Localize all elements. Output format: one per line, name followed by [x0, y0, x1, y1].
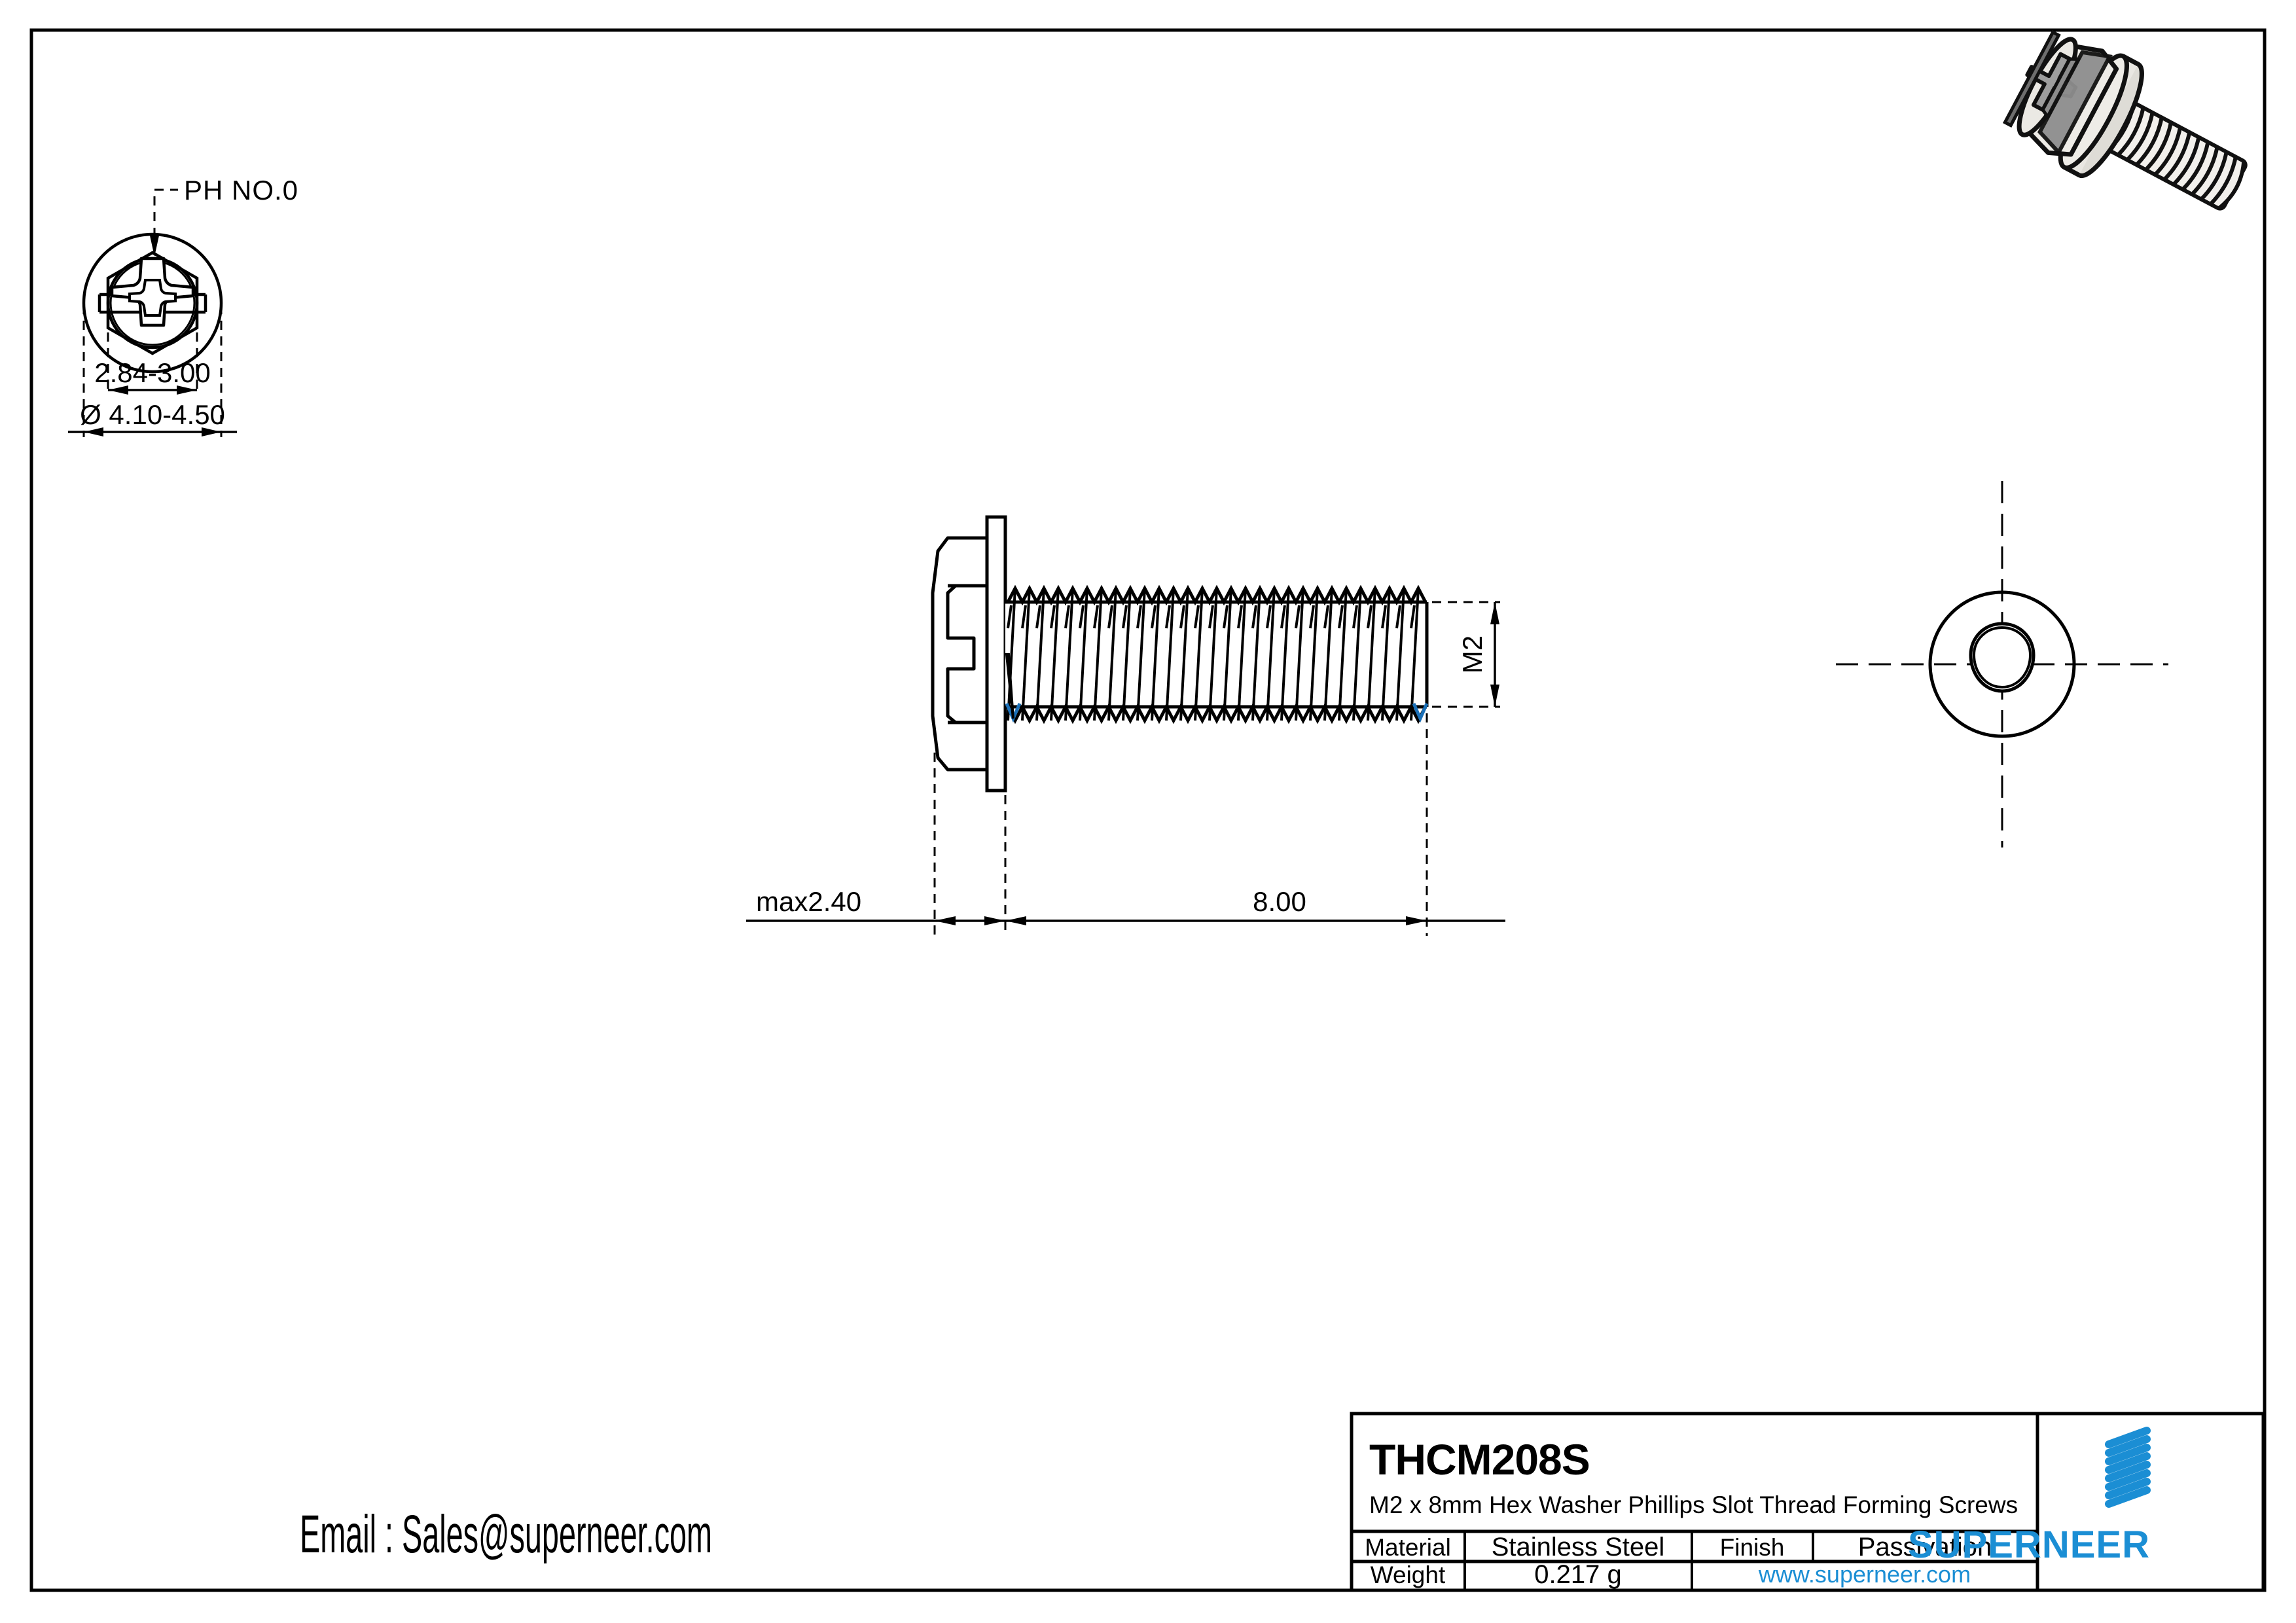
email-text: Email : Sales@superneer.com — [300, 1505, 712, 1564]
part-description: M2 x 8mm Hex Washer Phillips Slot Thread… — [1369, 1491, 2018, 1518]
dim-arrow-dia-right — [202, 427, 221, 437]
dim-arrow-dia-left — [84, 427, 103, 437]
sheet-border — [29, 28, 2267, 1592]
website-link[interactable]: www.superneer.com — [1758, 1561, 1971, 1588]
isometric-pictorial-view — [2002, 29, 2248, 211]
ph-leader-line — [153, 188, 178, 253]
thread-start-taper — [1005, 653, 1014, 719]
thread-crests-bottom — [1006, 703, 1427, 724]
m2-arrow-top — [1490, 602, 1499, 624]
ph-callout-label: PH NO.0 — [184, 175, 298, 205]
label-weight: Weight — [1371, 1561, 1446, 1588]
brand-name: SUPERNEER — [1908, 1524, 2150, 1566]
dim-arrow-len-left — [1005, 916, 1026, 925]
side-elevation-view: M2 max2.40 8.00 — [746, 515, 1505, 936]
dim-across-flats-label: 2.84-3.00 — [94, 357, 210, 388]
thread-helix-lines — [1007, 588, 1420, 721]
title-block: THCM208S M2 x 8mm Hex Washer Phillips Sl… — [1350, 1412, 2265, 1592]
label-material: Material — [1365, 1534, 1451, 1561]
trilobular-profile-inner — [1972, 626, 2032, 689]
thread-end-chamfer-marker — [1412, 703, 1429, 723]
thread-helix-short-ticks — [1007, 605, 1416, 629]
iso-slot-shadow — [2037, 50, 2113, 156]
dim-arrow-len-right — [1406, 916, 1427, 925]
point-end-view — [1836, 481, 2168, 847]
phillips-recess-inner — [128, 279, 177, 317]
point-view-outer-circle — [1928, 590, 2076, 738]
dim-arrow-head-right — [984, 916, 1005, 925]
label-finish: Finish — [1720, 1534, 1785, 1561]
dim-arrow-flat-left — [108, 385, 128, 395]
value-finish: Passivation — [1858, 1533, 1992, 1561]
value-material: Stainless Steel — [1492, 1533, 1665, 1561]
brand-logo: SUPERNEER — [1908, 1427, 2151, 1566]
washer-flange — [985, 515, 1007, 793]
trilobular-profile-outer — [1969, 622, 2036, 693]
head-end-view-main: PH NO.0 2.84-3.00 Ø 4.10-4.50 — [68, 175, 298, 437]
dim-arrow-flat-right — [177, 385, 197, 395]
m2-dim-label: M2 — [1457, 635, 1488, 673]
m2-arrow-bottom — [1490, 685, 1499, 707]
value-weight: 0.217 g — [1534, 1560, 1621, 1589]
dim-head-height-label: max2.40 — [756, 886, 861, 917]
ph-leader-arrowhead — [150, 236, 159, 257]
dim-arrow-head-left — [935, 916, 956, 925]
hex-head-outline — [106, 251, 199, 355]
dim-thread-length-label: 8.00 — [1253, 886, 1306, 917]
logo-mark-icon — [2105, 1427, 2151, 1508]
part-number: THCM208S — [1369, 1435, 1590, 1484]
dim-washer-diameter-label: Ø 4.10-4.50 — [80, 399, 225, 430]
